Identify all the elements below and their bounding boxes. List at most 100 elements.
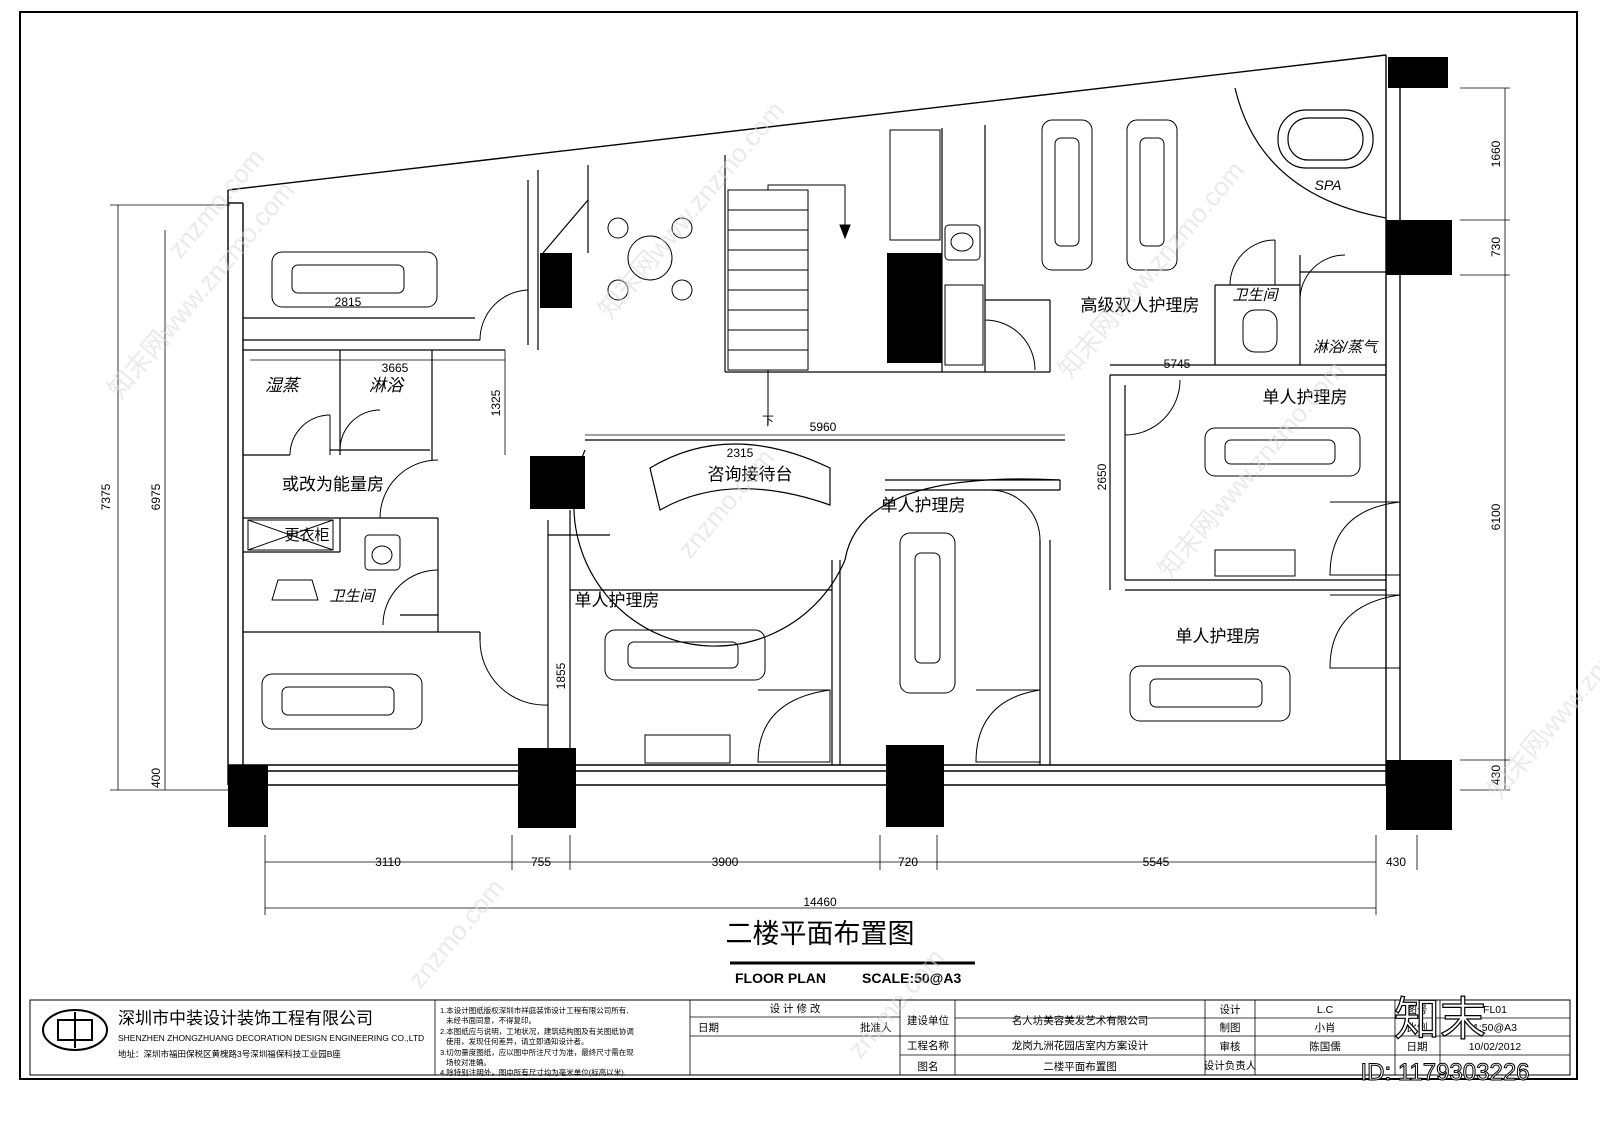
dim-2315: 2315 xyxy=(727,446,754,460)
room-label-shower-steam: 淋浴/蒸气 xyxy=(1313,339,1379,356)
shower-unit xyxy=(757,689,831,763)
room-label-single-right-top: 单人护理房 xyxy=(1263,388,1348,407)
spa-area xyxy=(1234,87,1387,219)
massage-bed xyxy=(261,673,423,730)
room-label-wet-steam: 湿蒸 xyxy=(265,376,302,395)
dim-3665: 3665 xyxy=(382,361,409,375)
design-label: 设计 xyxy=(1220,1003,1242,1016)
client-label: 建设单位 xyxy=(907,1014,949,1027)
client-value: 名人坊美容美发艺术有限公司 xyxy=(1012,1014,1149,1027)
staircase xyxy=(727,184,851,425)
structural-columns xyxy=(228,57,1452,830)
company-address: 地址：深圳市福田保税区黄槐路3号深圳福保科技工业园B座 xyxy=(118,1049,341,1059)
scale-label: 比例 xyxy=(1407,1021,1428,1034)
note-2: 未经书面同意，不得复印。 xyxy=(446,1015,536,1025)
wash-basin xyxy=(364,534,401,571)
room-labels: 2815 湿蒸 淋浴 或改为能量房 更衣柜 卫生间 单人护理房 咨询接待台 单人… xyxy=(265,177,1379,646)
project-label: 工程名称 xyxy=(907,1039,949,1052)
dim-bottom-6: 430 xyxy=(1386,855,1406,869)
fixtures xyxy=(247,129,1401,764)
dim-left-6975: 6975 xyxy=(149,483,163,510)
shower-unit xyxy=(975,689,1041,763)
draw-label: 制图 xyxy=(1220,1021,1241,1034)
dim-bottom-1: 3110 xyxy=(375,855,401,869)
revision-header: 设 计 修 改 xyxy=(770,1002,821,1015)
drawing-name-value: 二楼平面布置图 xyxy=(1043,1060,1117,1073)
dim-bottom-3: 3900 xyxy=(712,855,739,869)
massage-bed xyxy=(899,532,956,694)
drawing-title: 二楼平面布置图 FLOOR PLAN SCALE:50@A3 xyxy=(726,919,975,986)
massage-bed xyxy=(1126,119,1178,271)
wash-basin xyxy=(944,224,981,261)
watermark-text: znzmo.com xyxy=(672,443,780,564)
locker-cabinet xyxy=(247,519,334,551)
company-name-cn: 深圳市中装设计装饰工程有限公司 xyxy=(118,1009,373,1028)
brand-stamp: 知末 ID: 1179303226 xyxy=(1360,992,1530,1086)
drawing-name-label: 图名 xyxy=(918,1060,939,1073)
room-label-double: 高级双人护理房 xyxy=(1081,296,1200,315)
room-label-energy-room: 或改为能量房 xyxy=(282,475,384,494)
note-6: 场校对准确。 xyxy=(446,1057,491,1067)
lead-label: 设计负责人 xyxy=(1204,1059,1257,1072)
reception-zone xyxy=(573,439,1065,647)
building-outline xyxy=(227,54,1401,786)
massage-beds xyxy=(261,119,1361,730)
dim-bottom-4: 720 xyxy=(898,855,918,869)
room-label-single-center: 单人护理房 xyxy=(881,496,966,515)
plan-title: 二楼平面布置图 xyxy=(726,919,915,949)
round-table xyxy=(627,235,673,281)
massage-bed xyxy=(1041,119,1093,271)
project-value: 龙岗九洲花园店室内方案设计 xyxy=(1012,1039,1149,1052)
dimension-labels: 3665 1325 5960 2315 5745 2650 1855 7375 … xyxy=(99,140,1503,909)
dim-1855: 1855 xyxy=(554,662,568,689)
room-label-toilet-left: 卫生间 xyxy=(329,588,376,605)
dim-5745: 5745 xyxy=(1164,357,1191,371)
massage-bed xyxy=(1129,665,1291,722)
dimension-lines xyxy=(110,87,1510,915)
date-value: 10/02/2012 xyxy=(1469,1041,1522,1053)
sheet-border xyxy=(19,11,1578,1080)
dim-1325: 1325 xyxy=(489,389,503,416)
drawing-number-value: FL01 xyxy=(1483,1004,1507,1016)
dim-right-730: 730 xyxy=(1489,237,1503,257)
dim-2650: 2650 xyxy=(1095,463,1109,490)
dim-bottom-2: 755 xyxy=(531,855,551,869)
room-label-toilet-right: 卫生间 xyxy=(1232,287,1279,304)
room-label-single-right-bottom: 单人护理房 xyxy=(1176,627,1261,646)
massage-bed xyxy=(1204,427,1361,477)
plan-subtitle-left: FLOOR PLAN xyxy=(735,970,826,986)
massage-bed xyxy=(271,251,438,308)
dim-2815: 2815 xyxy=(335,295,362,309)
dim-left-400: 400 xyxy=(149,768,163,788)
note-4: 使用，发现任何差异，请立即通知设计者。 xyxy=(446,1036,589,1046)
dim-5960: 5960 xyxy=(810,420,837,434)
scale-value: 1:50@A3 xyxy=(1473,1022,1517,1034)
room-label-locker: 更衣柜 xyxy=(284,527,329,544)
title-block-text: 深圳市中装设计装饰工程有限公司 SHENZHEN ZHONGZHUANG DEC… xyxy=(118,1002,1521,1077)
brand-logo-text: 知末 xyxy=(1394,993,1486,1045)
desk xyxy=(1214,549,1296,577)
note-7: 4.除特别注明外，图中所有尺寸均为毫米单位(标高以米). xyxy=(440,1067,626,1077)
revision-approver-label: 批准人 xyxy=(860,1021,892,1034)
spa-bathtub xyxy=(1277,109,1374,169)
title-block xyxy=(29,999,1571,1076)
dim-bottom-5: 5545 xyxy=(1143,855,1170,869)
room-label-reception: 咨询接待台 xyxy=(708,465,793,484)
design-value: L.C xyxy=(1317,1004,1334,1016)
room-label-shower-left: 淋浴 xyxy=(369,376,405,395)
date-label: 日期 xyxy=(1407,1041,1428,1053)
shower-unit xyxy=(1329,594,1401,669)
draw-value: 小肖 xyxy=(1315,1021,1336,1034)
drawing-number-label: 图号 xyxy=(1407,1004,1428,1016)
plan-subtitle-right: SCALE:50@A3 xyxy=(862,970,961,986)
squat-toilet xyxy=(271,579,319,601)
dim-right-1660: 1660 xyxy=(1489,140,1503,167)
revision-date-label: 日期 xyxy=(698,1022,719,1034)
shower-unit xyxy=(1329,501,1401,576)
toilet xyxy=(1242,309,1278,353)
watermark-text: znzmo.com xyxy=(402,873,510,994)
dim-right-430: 430 xyxy=(1489,765,1503,785)
massage-bed xyxy=(604,629,766,681)
door-swings xyxy=(289,239,1346,706)
